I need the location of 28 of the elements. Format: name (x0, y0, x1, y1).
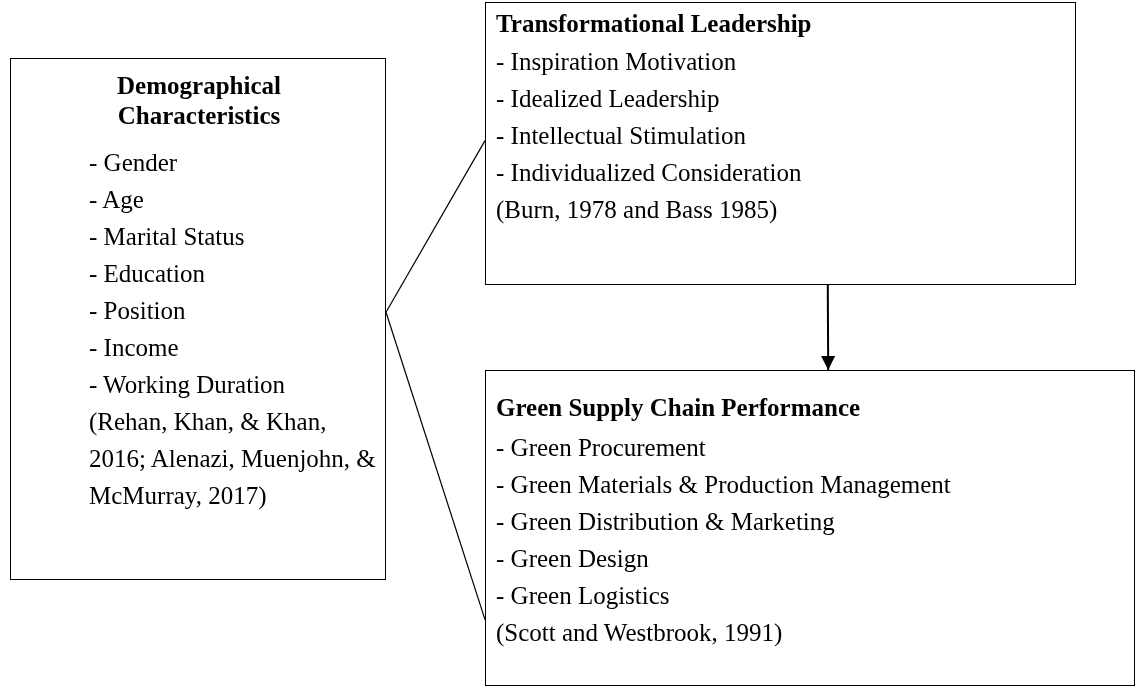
citation-text: (Burn, 1978 and Bass 1985) (496, 195, 778, 225)
concept-box (10, 58, 386, 580)
connector-line (385, 311, 486, 621)
connector-line (385, 140, 486, 313)
box-heading: Transformational Leadership (496, 9, 812, 39)
box-heading: Demographical Characteristics (116, 71, 282, 131)
citation-text: (Rehan, Khan, & Khan, 2016; Alenazi, Muenjohn, & McMurray, 2017) (89, 407, 377, 512)
list-item: - Intellectual Stimulation (496, 121, 746, 151)
list-item: - Green Procurement (496, 433, 706, 463)
arrow (821, 284, 836, 371)
list-item: - Green Distribution & Marketing (496, 507, 835, 537)
list-item: - Green Materials & Production Management (496, 470, 951, 500)
list-item: - Gender (89, 148, 178, 178)
list-item: - Inspiration Motivation (496, 47, 737, 77)
citation-text: (Scott and Westbrook, 1991) (496, 618, 783, 648)
list-item: - Idealized Leadership (496, 84, 720, 114)
concept-box (485, 2, 1076, 285)
box-heading: Green Supply Chain Performance (496, 393, 861, 423)
list-item: - Green Design (496, 544, 649, 574)
list-item: - Green Logistics (496, 581, 670, 611)
list-item: - Age (89, 185, 144, 215)
list-item: - Individualized Consideration (496, 158, 802, 188)
list-item: - Marital Status (89, 222, 245, 252)
list-item: - Education (89, 259, 205, 289)
concept-box (485, 370, 1135, 686)
list-item: - Income (89, 333, 179, 363)
list-item: - Position (89, 296, 186, 326)
list-item: - Working Duration (89, 370, 286, 400)
